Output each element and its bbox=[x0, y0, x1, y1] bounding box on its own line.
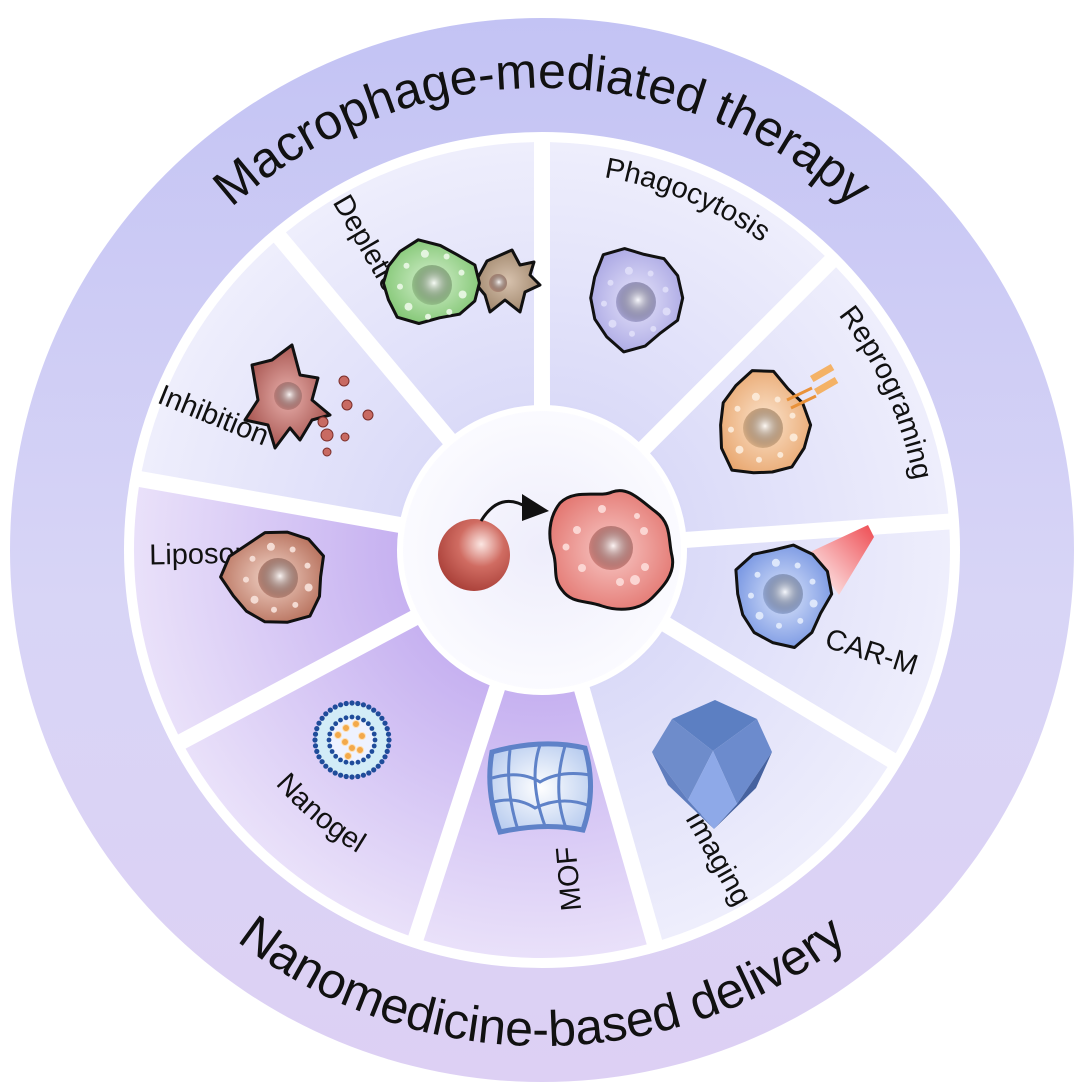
liposome-icon bbox=[312, 700, 392, 780]
segment-nanogel: NanogelNanogel bbox=[185, 621, 492, 936]
mof-crystal-icon bbox=[652, 700, 772, 829]
svg-text:b: b bbox=[547, 1000, 577, 1057]
segment-phagocytosis: PhagocytosisPhagocytosis bbox=[549, 142, 825, 447]
segment-label-text: PhagocytosisPhagocytosis bbox=[603, 152, 777, 248]
svg-text:g: g bbox=[904, 460, 939, 482]
svg-text:d: d bbox=[565, 44, 597, 102]
svg-text:e: e bbox=[504, 1000, 534, 1057]
segment-label: PhagocytosisPhagocytosis bbox=[603, 152, 777, 248]
arrowhead-icon bbox=[522, 494, 549, 521]
target-macrophage-icon bbox=[548, 489, 675, 611]
segment-icons bbox=[219, 238, 874, 835]
depleted-macrophage-icon bbox=[243, 343, 374, 457]
car-macrophage-icon bbox=[719, 364, 839, 475]
segment-label-text: MOF bbox=[551, 845, 588, 912]
svg-text:h: h bbox=[621, 156, 644, 191]
inhibited-macrophage-icon bbox=[219, 530, 325, 624]
svg-text:a: a bbox=[572, 997, 605, 1055]
segment-label-text: NanogelNanogel bbox=[270, 767, 371, 859]
svg-text:-: - bbox=[532, 1001, 549, 1057]
imaging-macrophage-icon bbox=[734, 525, 874, 649]
segment-bg bbox=[185, 621, 492, 936]
svg-text:m: m bbox=[494, 43, 539, 101]
segment-label: MOF bbox=[551, 845, 588, 912]
reprogrammed-macrophage-icon bbox=[589, 247, 685, 354]
svg-text:n: n bbox=[476, 997, 509, 1056]
segment-label: NanogelNanogel bbox=[270, 767, 371, 859]
center-disc bbox=[397, 405, 687, 695]
center-illustration bbox=[438, 489, 675, 611]
nanoparticle-icon bbox=[438, 519, 510, 591]
segment-bg bbox=[549, 142, 825, 447]
nanogel-icon bbox=[487, 741, 593, 835]
svg-text:n: n bbox=[900, 443, 935, 467]
svg-text:e: e bbox=[538, 43, 567, 100]
svg-text:-: - bbox=[474, 46, 497, 104]
phagocytosis-cells-icon bbox=[381, 238, 542, 325]
segments: PhagocytosisPhagocytosisReprogramingRepr… bbox=[133, 142, 950, 959]
